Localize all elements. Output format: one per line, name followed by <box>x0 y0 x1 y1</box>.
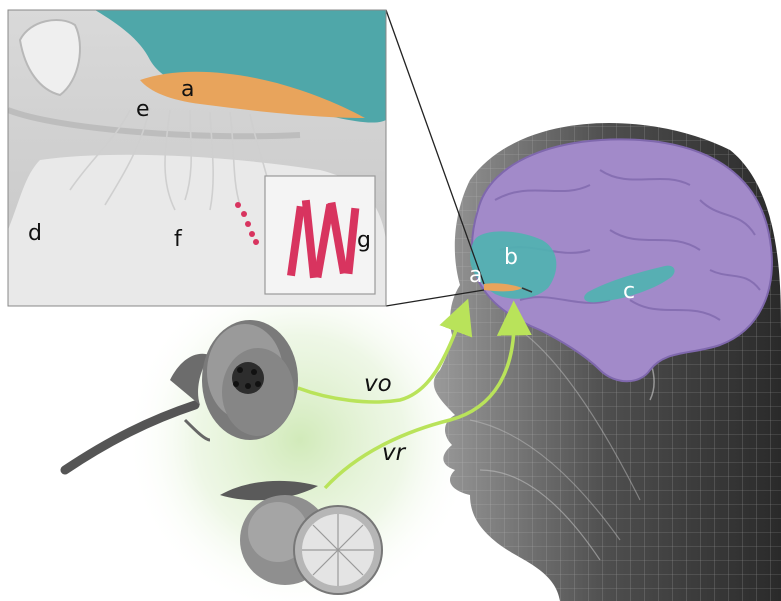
label-b: b <box>504 245 518 270</box>
label-vo: vo <box>364 371 392 397</box>
nasal-cavity-inset <box>8 10 386 306</box>
label-g: g <box>357 228 371 253</box>
label-vr: vr <box>382 440 407 466</box>
label-d: d <box>28 221 42 246</box>
zoom-line-top <box>386 10 484 284</box>
label-e: e <box>136 97 150 122</box>
label-f: f <box>174 227 183 252</box>
label-a-head: a <box>469 263 482 288</box>
label-c: c <box>623 279 635 304</box>
label-a-inset: a <box>181 77 194 102</box>
